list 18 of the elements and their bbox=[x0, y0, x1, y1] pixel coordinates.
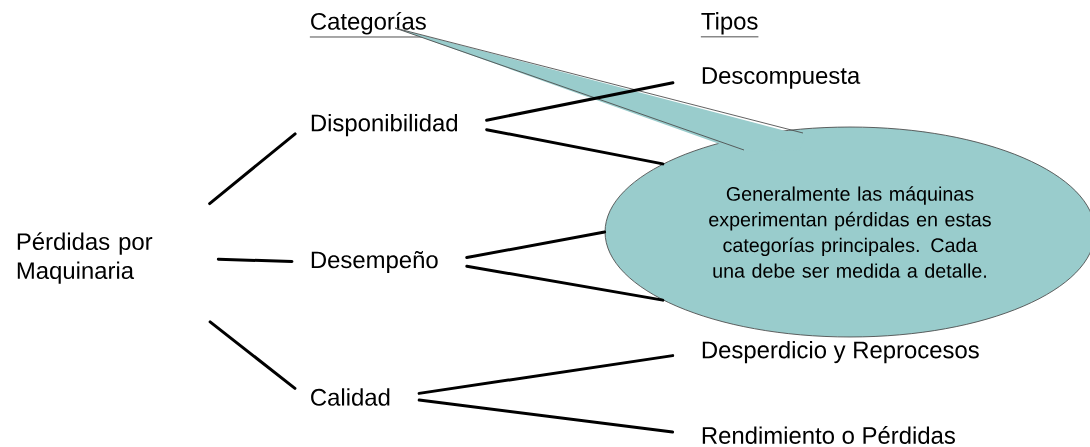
connector-line bbox=[485, 81, 675, 122]
node-label: Desperdicio y Reprocesos bbox=[702, 340, 979, 364]
connector-line bbox=[465, 264, 665, 302]
connector-line bbox=[208, 132, 297, 206]
column-heading: Tipos bbox=[700, 12, 759, 38]
node-label: Pérdidas por Maquinaria bbox=[17, 232, 153, 284]
node-label: Disponibilidad bbox=[311, 113, 458, 137]
node-label: Desempeño bbox=[311, 250, 438, 274]
connector-line bbox=[216, 257, 294, 264]
column-heading: Categorías bbox=[309, 12, 428, 38]
node-label: Calidad bbox=[311, 388, 390, 406]
node-label: Rendimiento o Pérdidas bbox=[702, 426, 955, 444]
connector-line bbox=[417, 398, 675, 434]
connector-line bbox=[465, 230, 607, 260]
connector-line bbox=[208, 320, 297, 390]
connector-line bbox=[417, 354, 675, 395]
connector-line bbox=[485, 128, 665, 166]
node-label: Descompuesta bbox=[702, 67, 861, 89]
